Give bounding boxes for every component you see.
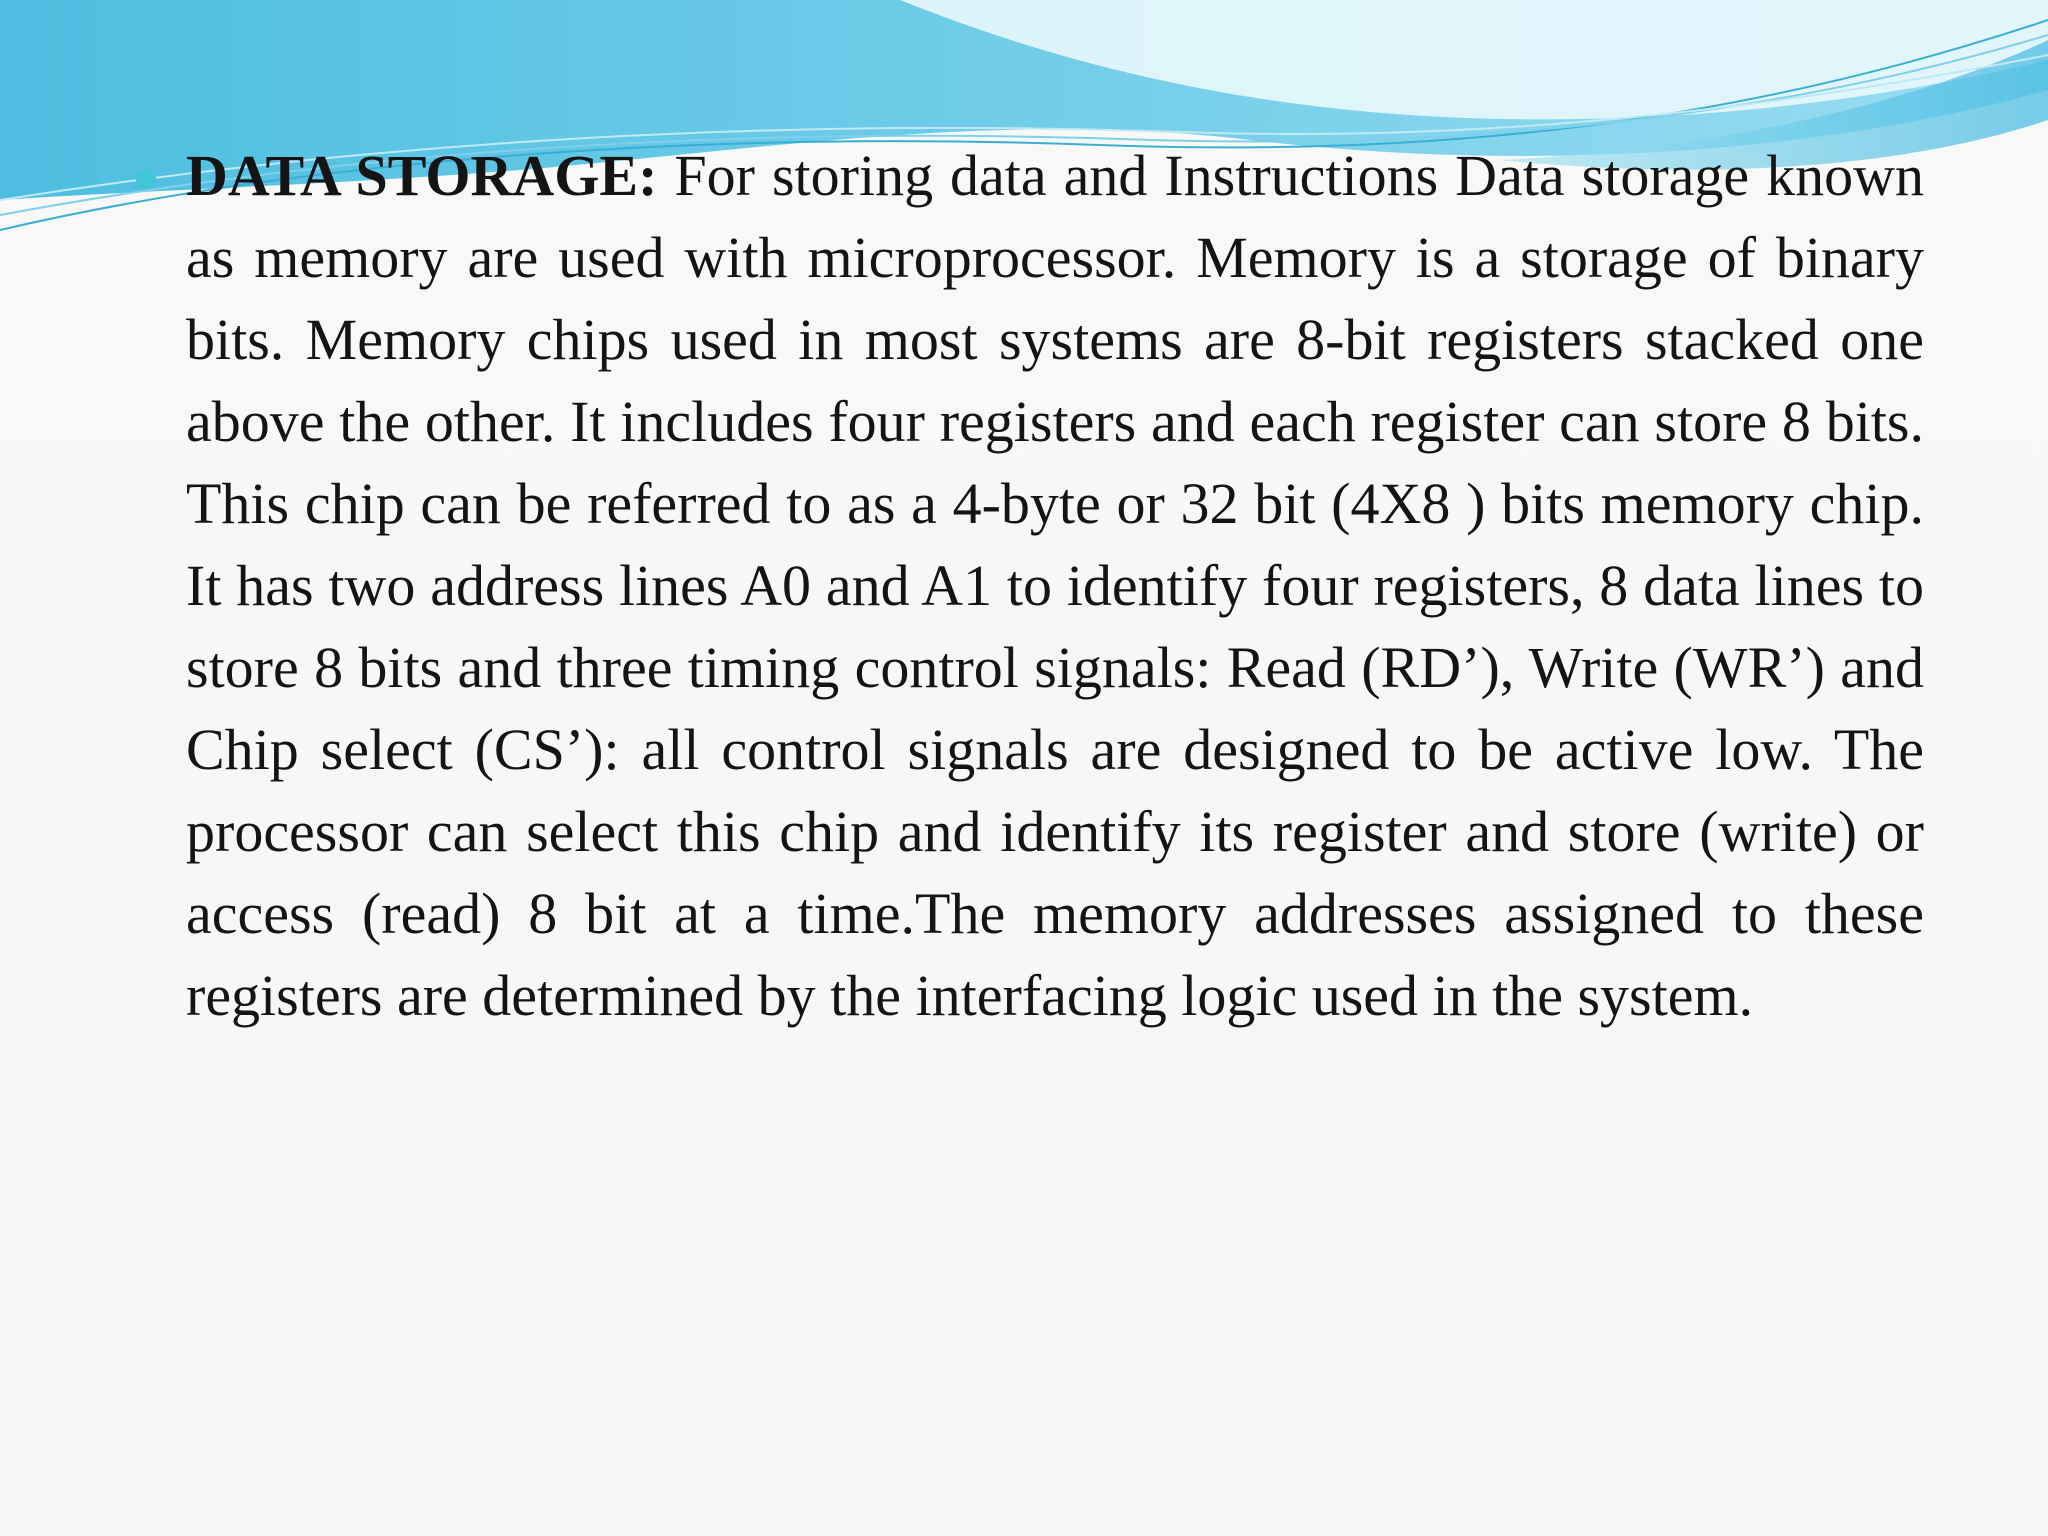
wave-line-2 [0,34,2048,216]
wave-line-3 [0,54,2048,201]
wave-line-1 [0,19,2048,231]
bullet-paragraph: DATA STORAGE: For storing data and Instr… [136,135,1925,1037]
content-area: DATA STORAGE: For storing data and Instr… [136,135,1925,1037]
header-wave-decoration [0,0,2048,231]
wave-fill-right [1500,40,2048,170]
wave-fill-light [900,0,2048,120]
bullet-dot-icon [136,169,156,189]
bullet-body: For storing data and Instructions Data s… [186,143,1925,1028]
bullet-heading: DATA STORAGE: [186,143,658,208]
